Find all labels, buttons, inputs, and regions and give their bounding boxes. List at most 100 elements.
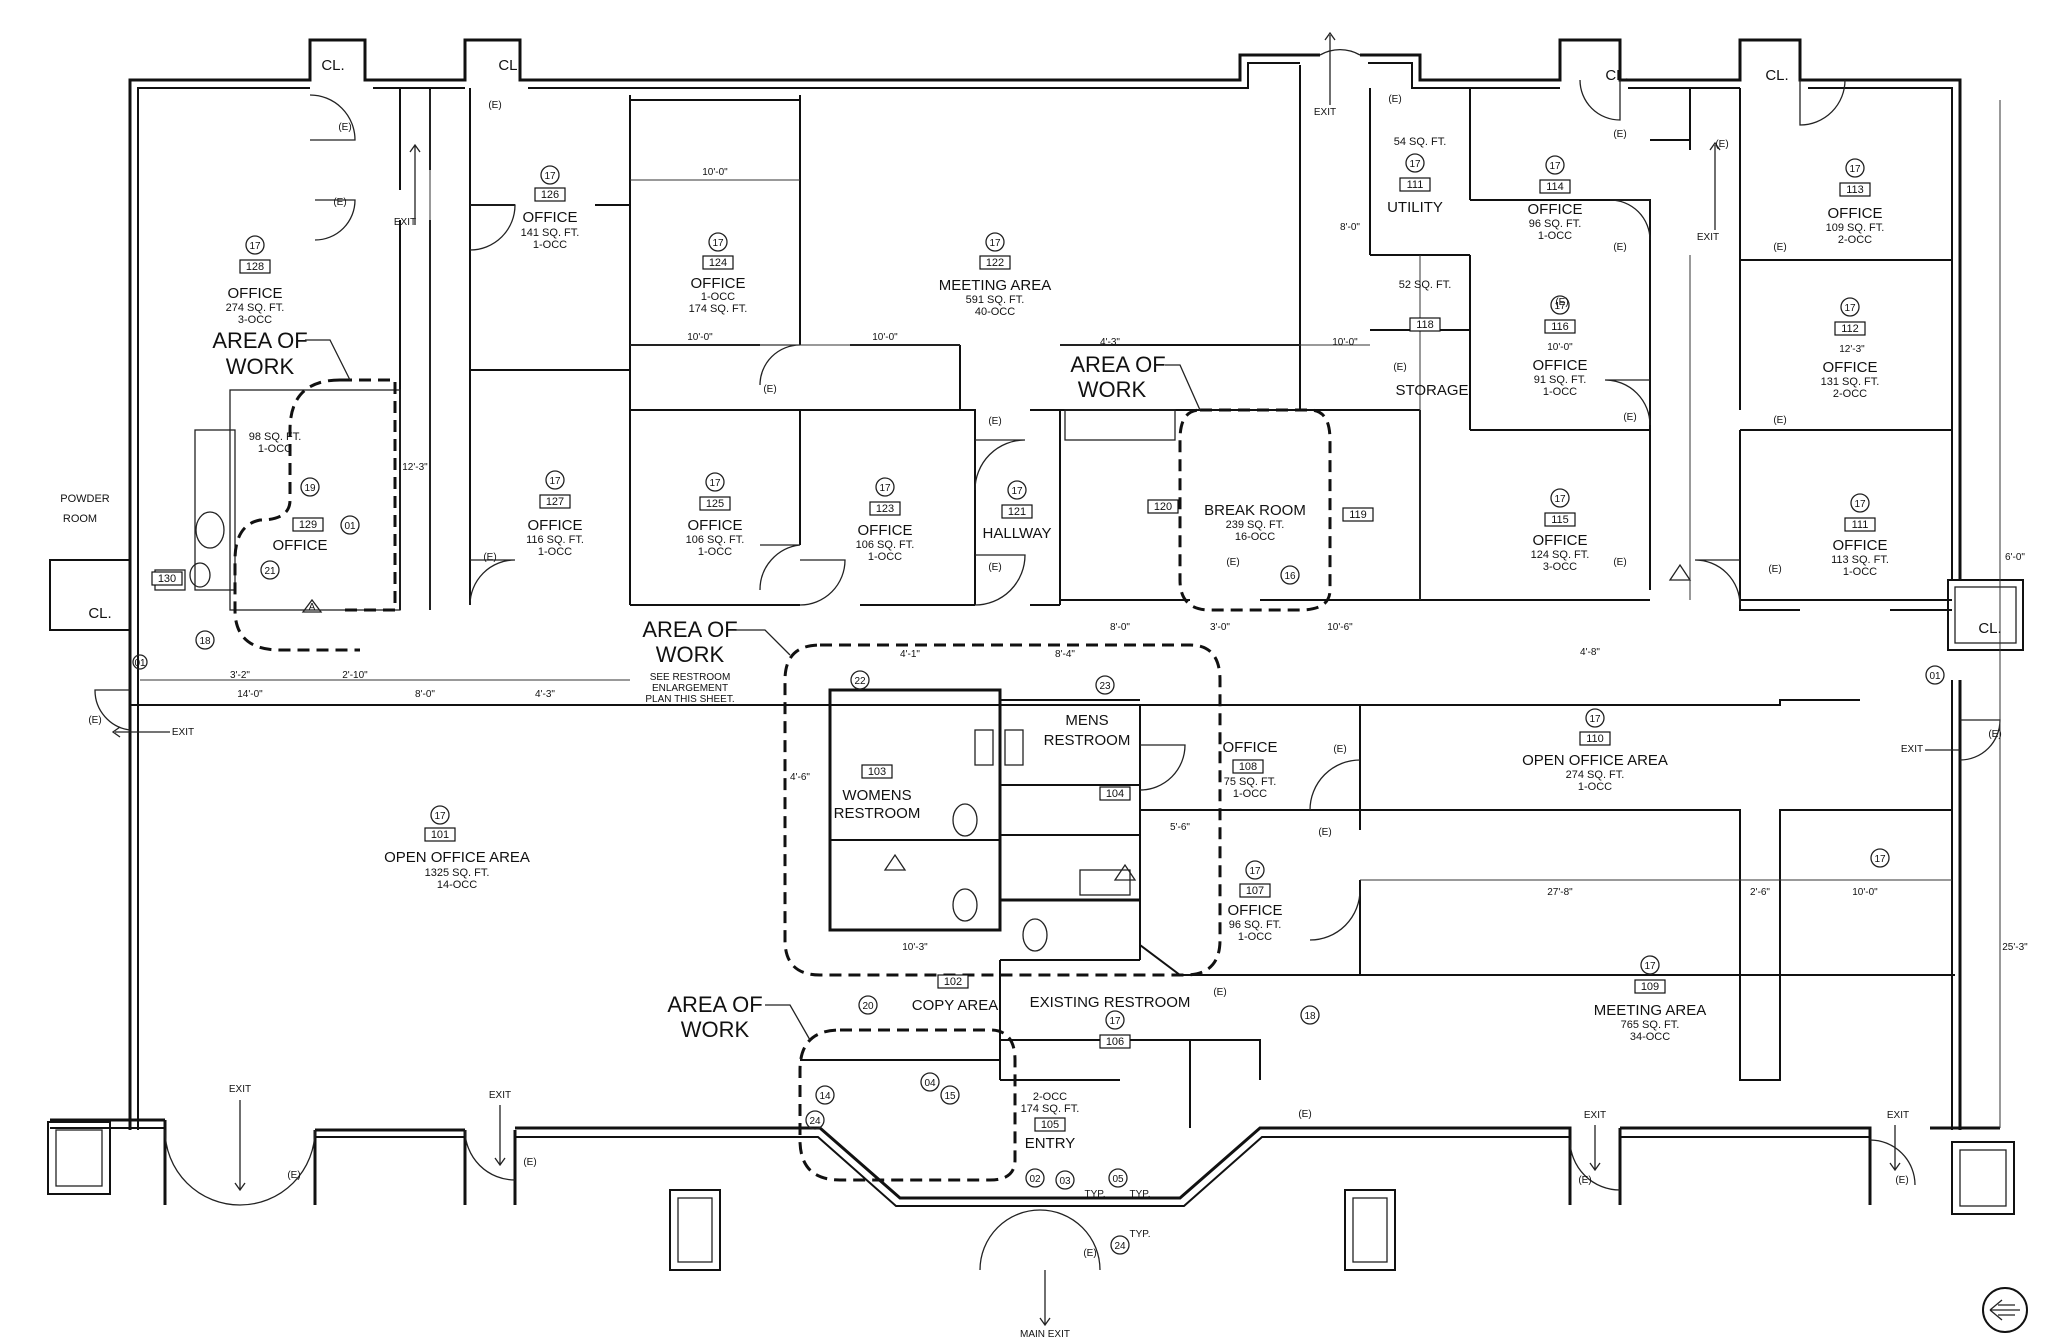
svg-text:115: 115 <box>1551 514 1569 526</box>
svg-text:21: 21 <box>264 566 276 577</box>
svg-text:OPEN OFFICE AREA: OPEN OFFICE AREA <box>384 849 530 866</box>
dimension-lines <box>140 90 2001 1128</box>
svg-text:111: 111 <box>1852 519 1869 531</box>
svg-text:52 SQ. FT.: 52 SQ. FT. <box>1399 279 1452 291</box>
room-110: 17 110 OPEN OFFICE AREA 274 SQ. FT. 1-OC… <box>1522 708 1668 793</box>
svg-text:WORK: WORK <box>656 642 725 667</box>
svg-text:108: 108 <box>1239 761 1257 773</box>
svg-text:OFFICE: OFFICE <box>1833 537 1888 554</box>
svg-text:17: 17 <box>1409 159 1421 170</box>
svg-text:EXISTING RESTROOM: EXISTING RESTROOM <box>1030 994 1191 1011</box>
svg-text:(E): (E) <box>1318 827 1331 838</box>
svg-text:(E): (E) <box>1623 412 1636 423</box>
svg-text:10'-0": 10'-0" <box>1852 887 1878 898</box>
room-103: 103 WOMENS RESTROOM <box>834 764 921 822</box>
svg-text:102: 102 <box>944 976 962 988</box>
room-101: 17 101 OPEN OFFICE AREA 1325 SQ. FT. 14-… <box>384 805 530 891</box>
exit-label: EXIT <box>1314 107 1336 118</box>
svg-text:10'-3": 10'-3" <box>902 942 928 953</box>
svg-text:(E): (E) <box>333 197 346 208</box>
svg-text:126: 126 <box>541 189 559 201</box>
svg-text:(E): (E) <box>1773 415 1786 426</box>
north-arrow-icon <box>1982 1287 2028 1333</box>
svg-text:ENTRY: ENTRY <box>1025 1135 1076 1152</box>
svg-text:OFFICE: OFFICE <box>273 537 328 554</box>
svg-text:96 SQ. FT.: 96 SQ. FT. <box>1229 919 1282 931</box>
svg-text:WORK: WORK <box>1078 377 1147 402</box>
exit-markers: EXIT EXIT EXIT EXIT EXIT EXIT EXIT EXIT … <box>111 31 1960 1340</box>
svg-text:98 SQ. FT.: 98 SQ. FT. <box>249 431 302 443</box>
svg-text:UTILITY: UTILITY <box>1387 199 1443 216</box>
svg-text:OFFICE: OFFICE <box>1533 532 1588 549</box>
svg-text:ROOM: ROOM <box>63 513 97 525</box>
svg-text:106: 106 <box>1106 1036 1124 1048</box>
room-occupancy: 3-OCC <box>238 314 272 326</box>
svg-text:174 SQ. FT.: 174 SQ. FT. <box>1021 1103 1080 1115</box>
svg-text:107: 107 <box>1246 885 1264 897</box>
svg-text:(E): (E) <box>1083 1248 1096 1259</box>
svg-text:(E): (E) <box>1773 242 1786 253</box>
room-121: 17 121 HALLWAY <box>983 480 1051 542</box>
svg-text:OFFICE: OFFICE <box>1823 359 1878 376</box>
svg-text:(E): (E) <box>1555 297 1568 308</box>
svg-text:18: 18 <box>1304 1011 1316 1022</box>
svg-text:591 SQ. FT.: 591 SQ. FT. <box>966 294 1025 306</box>
room-119: BREAK ROOM 239 SQ. FT. 16-OCC 119 <box>1204 502 1374 543</box>
svg-text:113 SQ. FT.: 113 SQ. FT. <box>1831 554 1889 566</box>
svg-text:4'-3": 4'-3" <box>535 689 555 700</box>
svg-text:BREAK ROOM: BREAK ROOM <box>1204 502 1306 519</box>
svg-text:OFFICE: OFFICE <box>691 275 746 292</box>
area-of-work-note: SEE RESTROOM <box>650 672 731 683</box>
svg-text:2-OCC: 2-OCC <box>1838 234 1872 246</box>
svg-text:96 SQ. FT.: 96 SQ. FT. <box>1529 218 1582 230</box>
main-exit-label: MAIN EXIT <box>1020 1329 1070 1340</box>
svg-text:105: 105 <box>1041 1119 1059 1131</box>
svg-text:124: 124 <box>709 257 727 269</box>
svg-text:17: 17 <box>1549 161 1561 172</box>
svg-text:RESTROOM: RESTROOM <box>834 805 921 822</box>
room-107: 17 107 OFFICE 96 SQ. FT. 1-OCC <box>1228 860 1283 943</box>
svg-text:(E): (E) <box>1333 744 1346 755</box>
svg-text:OFFICE: OFFICE <box>523 209 578 226</box>
svg-text:101: 101 <box>431 829 449 841</box>
svg-text:131 SQ. FT.: 131 SQ. FT. <box>1821 376 1880 388</box>
svg-text:MEETING AREA: MEETING AREA <box>1594 1002 1707 1019</box>
area-of-work-label: AREA OF <box>642 617 737 642</box>
svg-text:15: 15 <box>944 1091 956 1102</box>
svg-text:1-OCC: 1-OCC <box>1238 931 1272 943</box>
svg-text:109: 109 <box>1641 981 1659 993</box>
exit-label: EXIT <box>172 727 194 738</box>
svg-text:27'-8": 27'-8" <box>1547 887 1573 898</box>
svg-text:109 SQ. FT.: 109 SQ. FT. <box>1826 222 1885 234</box>
svg-text:01: 01 <box>134 658 146 669</box>
svg-text:(E): (E) <box>1298 1109 1311 1120</box>
svg-text:141 SQ. FT.: 141 SQ. FT. <box>521 227 580 239</box>
room-120: 120 <box>1147 499 1179 514</box>
svg-text:2-OCC: 2-OCC <box>1833 388 1867 400</box>
svg-text:OFFICE: OFFICE <box>1533 357 1588 374</box>
existing-markers: (E) (E) (E) (E) (E) (E) (E) (E) (E) (E) … <box>88 94 2001 1259</box>
svg-text:14'-0": 14'-0" <box>237 689 263 700</box>
svg-text:17: 17 <box>712 238 724 249</box>
svg-text:765 SQ. FT.: 765 SQ. FT. <box>1621 1019 1680 1031</box>
room-name: OFFICE <box>228 285 283 302</box>
svg-text:239 SQ. FT.: 239 SQ. FT. <box>1226 519 1285 531</box>
room-114: 17 114 OFFICE 96 SQ. FT. 1-OCC <box>1528 155 1583 242</box>
room-125: 17 125 OFFICE 106 SQ. FT. 1-OCC <box>686 472 744 558</box>
svg-text:WORK: WORK <box>226 354 295 379</box>
svg-text:17: 17 <box>1644 961 1656 972</box>
exit-label: EXIT <box>1584 1110 1606 1121</box>
svg-text:OPEN OFFICE AREA: OPEN OFFICE AREA <box>1522 752 1668 769</box>
svg-text:24: 24 <box>1114 1241 1126 1252</box>
svg-text:17: 17 <box>1109 1016 1121 1027</box>
svg-text:23: 23 <box>1099 681 1111 692</box>
exit-label: EXIT <box>229 1084 251 1095</box>
svg-text:40-OCC: 40-OCC <box>975 306 1015 318</box>
svg-text:OFFICE: OFFICE <box>1828 205 1883 222</box>
room-116: 17 116 OFFICE 91 SQ. FT. 1-OCC <box>1533 295 1588 398</box>
svg-text:1-OCC: 1-OCC <box>1233 788 1267 800</box>
svg-text:04: 04 <box>924 1078 936 1089</box>
svg-text:18: 18 <box>199 636 211 647</box>
exterior-walls <box>47 38 2024 1271</box>
svg-text:OFFICE: OFFICE <box>1528 201 1583 218</box>
